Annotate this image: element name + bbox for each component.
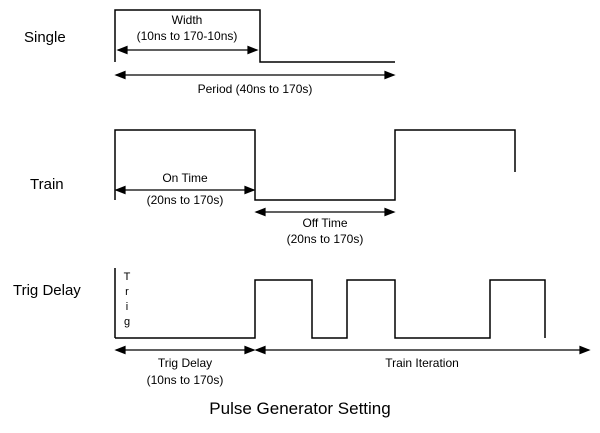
- off-time-arrow: [254, 207, 396, 217]
- diagram-title: Pulse Generator Setting: [209, 399, 391, 418]
- off-time-range-label: (20ns to 170s): [286, 232, 364, 246]
- trig-delay-section-label: Trig Delay: [13, 282, 81, 299]
- width-range-label: (10ns to 170-10ns): [136, 29, 238, 43]
- trig-delay-arrow: [114, 345, 256, 355]
- width-label: Width: [171, 13, 203, 27]
- train-waveform: [114, 129, 516, 201]
- trig-vertical-label: Trig: [121, 271, 133, 331]
- single-waveform: [114, 9, 395, 63]
- train-iteration-label: Train Iteration: [385, 356, 459, 370]
- trig-delay-waveform: [115, 279, 546, 339]
- trig-delay-range-label: (10ns to 170s): [146, 373, 224, 387]
- trig-delay-label: Trig Delay: [157, 356, 213, 370]
- off-time-label: Off Time: [302, 216, 348, 230]
- width-arrow: [116, 45, 259, 55]
- period-arrow: [114, 70, 396, 80]
- on-time-arrow: [114, 185, 256, 195]
- single-section-label: Single: [24, 29, 66, 46]
- period-label: Period (40ns to 170s): [197, 82, 313, 96]
- train-section-label: Train: [30, 176, 64, 193]
- on-time-label: On Time: [162, 171, 208, 185]
- on-time-range-label: (20ns to 170s): [146, 193, 224, 207]
- train-iteration-arrow: [254, 345, 591, 355]
